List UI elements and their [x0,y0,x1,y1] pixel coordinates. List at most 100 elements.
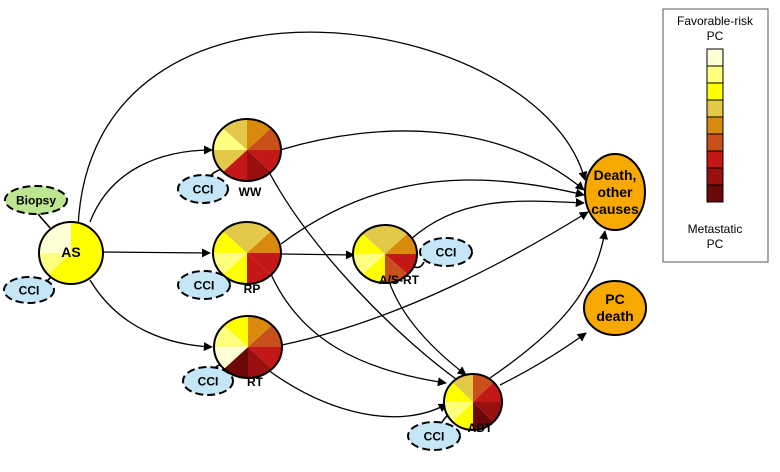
rt-pie-slice [248,347,282,369]
rt-pie-slice [248,325,282,347]
ww-label: WW [239,185,262,199]
cci-adt: CCI [407,421,461,451]
cci-rp-label: CCI [194,279,215,293]
adt-pie-slice [444,402,473,422]
rp-pie-slice [213,231,247,253]
outcome-nodes: Death, other causes PC death [583,153,647,336]
asrt-pie-slice [353,254,385,275]
as-pie-slice [48,222,71,253]
rp-pie-slice [247,253,272,284]
ww-pie-slice [213,128,247,150]
arrow-as-to-death-other [77,31,588,229]
arrow-asrt-to-adt [386,274,467,376]
arrow-as-to-rt [89,279,213,352]
adt-pie-slice [473,382,502,402]
asrt-pie-slice [353,233,385,254]
legend-swatch [706,184,724,203]
rt-pie-outline [213,315,283,379]
asrt-node [352,224,418,284]
arrow-rt-to-adt [267,369,448,418]
adt-pie-slice [473,402,494,431]
rp-node [212,221,282,285]
death-other-line1: Death, [594,167,637,183]
rp-pie-slice [247,231,281,253]
ww-pie-slice [247,150,281,172]
legend-swatch [706,99,724,118]
transition-arrows [77,31,609,418]
arrow-rp-to-adt [269,271,447,387]
as-node [38,221,104,285]
ww-pie-slice [213,150,247,172]
pc-death-node: PC death [583,280,647,336]
legend-swatch [706,167,724,186]
arrow-as-to-rp [101,248,211,258]
rt-pie-slice [248,347,273,378]
asrt-label: A/S-RT [379,273,420,287]
arrow-rt-to-death-other [281,211,589,346]
legend-top-line2: PC [707,29,724,43]
arrow-rp-to-asrt [281,250,355,260]
as-pie-slice [48,253,71,284]
rt-pie-slice [214,347,248,369]
connectors [37,167,453,433]
arrow-rp-to-death-other [280,179,585,245]
as-pie-slice [71,222,94,253]
rp-pie-slice [222,253,247,284]
adt-pie-slice [473,402,502,422]
asrt-pie-slice [385,254,417,275]
rt-label: RT [247,375,264,389]
rt-pie-slice [248,316,273,347]
legend-swatch [706,133,724,152]
rt-pie-slice [223,316,248,347]
arrow-asrt-to-death-other [409,198,585,241]
rp-pie-slice [222,222,247,253]
rp-pie-slice [247,253,281,275]
as-label: AS [61,244,80,260]
as-pie-slice [71,253,103,275]
cci-as-label: CCI [19,284,40,298]
death-other-line3: causes [591,201,639,217]
adt-pie-outline [443,373,503,431]
state-nodes: AS WW RP RT A/S-RT ADT [38,118,503,435]
arrow-as-to-ww [89,145,213,223]
legend-swatch [706,116,724,135]
rt-node [213,315,283,379]
asrt-pie-slice [385,233,417,254]
arrow-ww-to-death-other [279,130,585,191]
legend-swatch [706,150,724,169]
arrow-adt-to-death-other [489,230,609,379]
cci-nodes: CCI Biopsy CCI CCI CCI CCI CCI [3,174,473,451]
rp-label: RP [244,282,261,296]
biopsy-label: Biopsy [16,194,56,208]
legend-swatch [706,65,724,84]
legend-swatch [706,82,724,101]
legend-color-scale [706,48,724,203]
cci-ww: CCI [177,174,229,204]
cci-adt-label: CCI [424,430,445,444]
cci-rt-label: CCI [198,375,219,389]
legend: Favorable-risk PC Metastatic PC [662,8,769,263]
ww-pie-slice [222,119,247,150]
pc-death-line1: PC [605,291,624,307]
as-pie-slice [71,253,94,284]
rt-pie-slice [214,325,248,347]
asrt-pie-slice [362,254,385,283]
rp-pie-outline [212,221,282,285]
cci-rt: CCI [182,366,234,396]
cci-asrt: CCI [419,237,473,267]
adt-label: ADT [468,421,493,435]
adt-pie-slice [444,382,473,402]
ww-pie-slice [247,119,272,150]
rp-pie-slice [247,222,272,253]
cci-asrt-label: CCI [436,246,457,260]
rp-pie-slice [213,253,247,275]
legend-bottom-line1: Metastatic [688,222,743,236]
cci-ww-label: CCI [193,183,214,197]
as-pie-slice [39,231,71,253]
rt-pie-slice [223,347,248,378]
ww-pie-slice [222,150,247,181]
adt-node [443,373,503,431]
cci-rp: CCI [177,270,231,300]
as-pie-outline [38,221,104,285]
